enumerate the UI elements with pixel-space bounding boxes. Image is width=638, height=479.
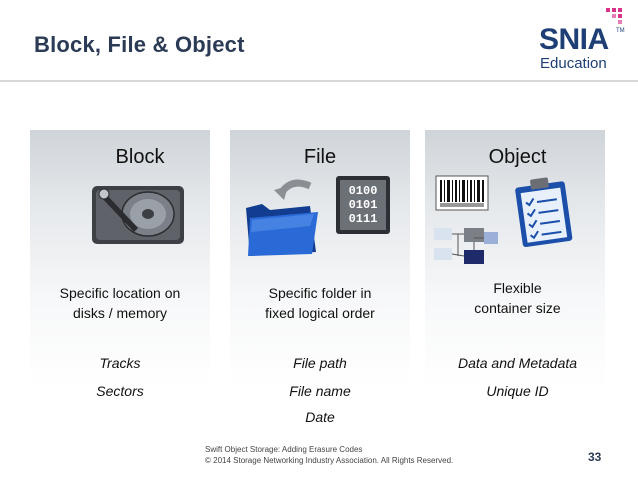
block-item-sectors: Sectors [96,383,144,399]
binary-line-2: 0101 [349,198,378,212]
logo-trademark: TM [616,28,625,34]
object-item-unique-id: Unique ID [486,383,549,399]
binary-line-3: 0111 [349,212,378,226]
file-item-name: File name [289,383,351,399]
folder-binary-icon: 0100 0101 0111 [246,176,390,256]
file-item-date: Date [305,409,335,425]
file-description-line-1: Specific folder in [268,285,372,301]
object-description-line-1: Flexible [493,280,542,296]
object-label: Object [488,146,547,168]
header-divider [0,80,638,82]
block-item-tracks: Tracks [99,355,141,371]
hard-disk-icon [92,186,184,244]
footer-text: Swift Object Storage: Adding Erasure Cod… [205,444,453,466]
snia-education-logo: SNIA TM Education [530,6,630,74]
logo-brand-text: SNIA [539,23,609,56]
slide-title: Block, File & Object [34,32,245,57]
logo-subtitle: Education [540,55,607,72]
file-description: Specific folder in fixed logical order [230,283,410,323]
barcode-clipboard-icon [434,175,573,264]
binary-line-1: 0100 [349,184,378,198]
file-description-line-2: fixed logical order [265,305,375,321]
object-description: Flexible container size [425,278,610,318]
block-description-line-2: disks / memory [72,305,168,321]
block-column-panel [30,130,210,450]
footer-line-1: Swift Object Storage: Adding Erasure Cod… [205,445,363,454]
logo-accent-mark-icon [606,8,622,24]
object-description-line-2: container size [474,300,561,316]
block-description-line-1: Specific location on [59,285,181,301]
object-item-data-metadata: Data and Metadata [457,355,578,371]
file-label: File [303,146,337,168]
page-number: 33 [588,450,602,464]
block-description: Specific location on disks / memory [30,283,210,323]
block-label: Block [115,146,165,168]
file-item-path: File path [293,355,347,371]
footer-line-2: © 2014 Storage Networking Industry Assoc… [205,456,454,465]
